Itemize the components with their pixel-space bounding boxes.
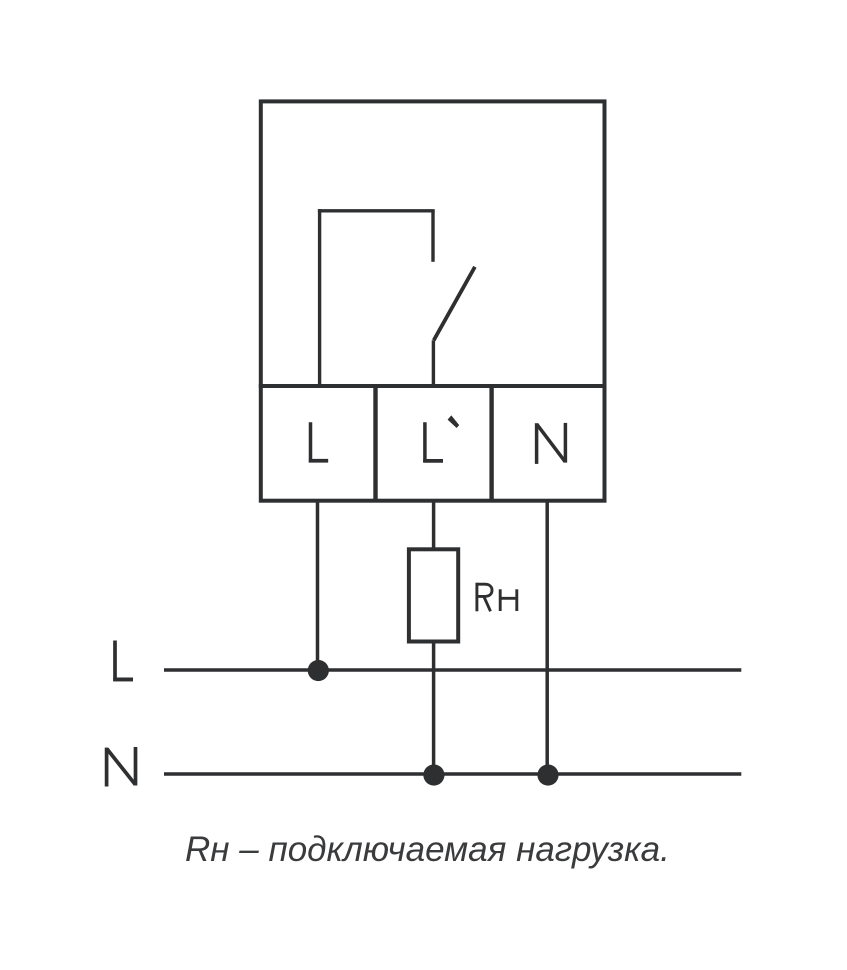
svg-text:Rн – подключаемая нагрузка.: Rн – подключаемая нагрузка. (185, 830, 670, 869)
